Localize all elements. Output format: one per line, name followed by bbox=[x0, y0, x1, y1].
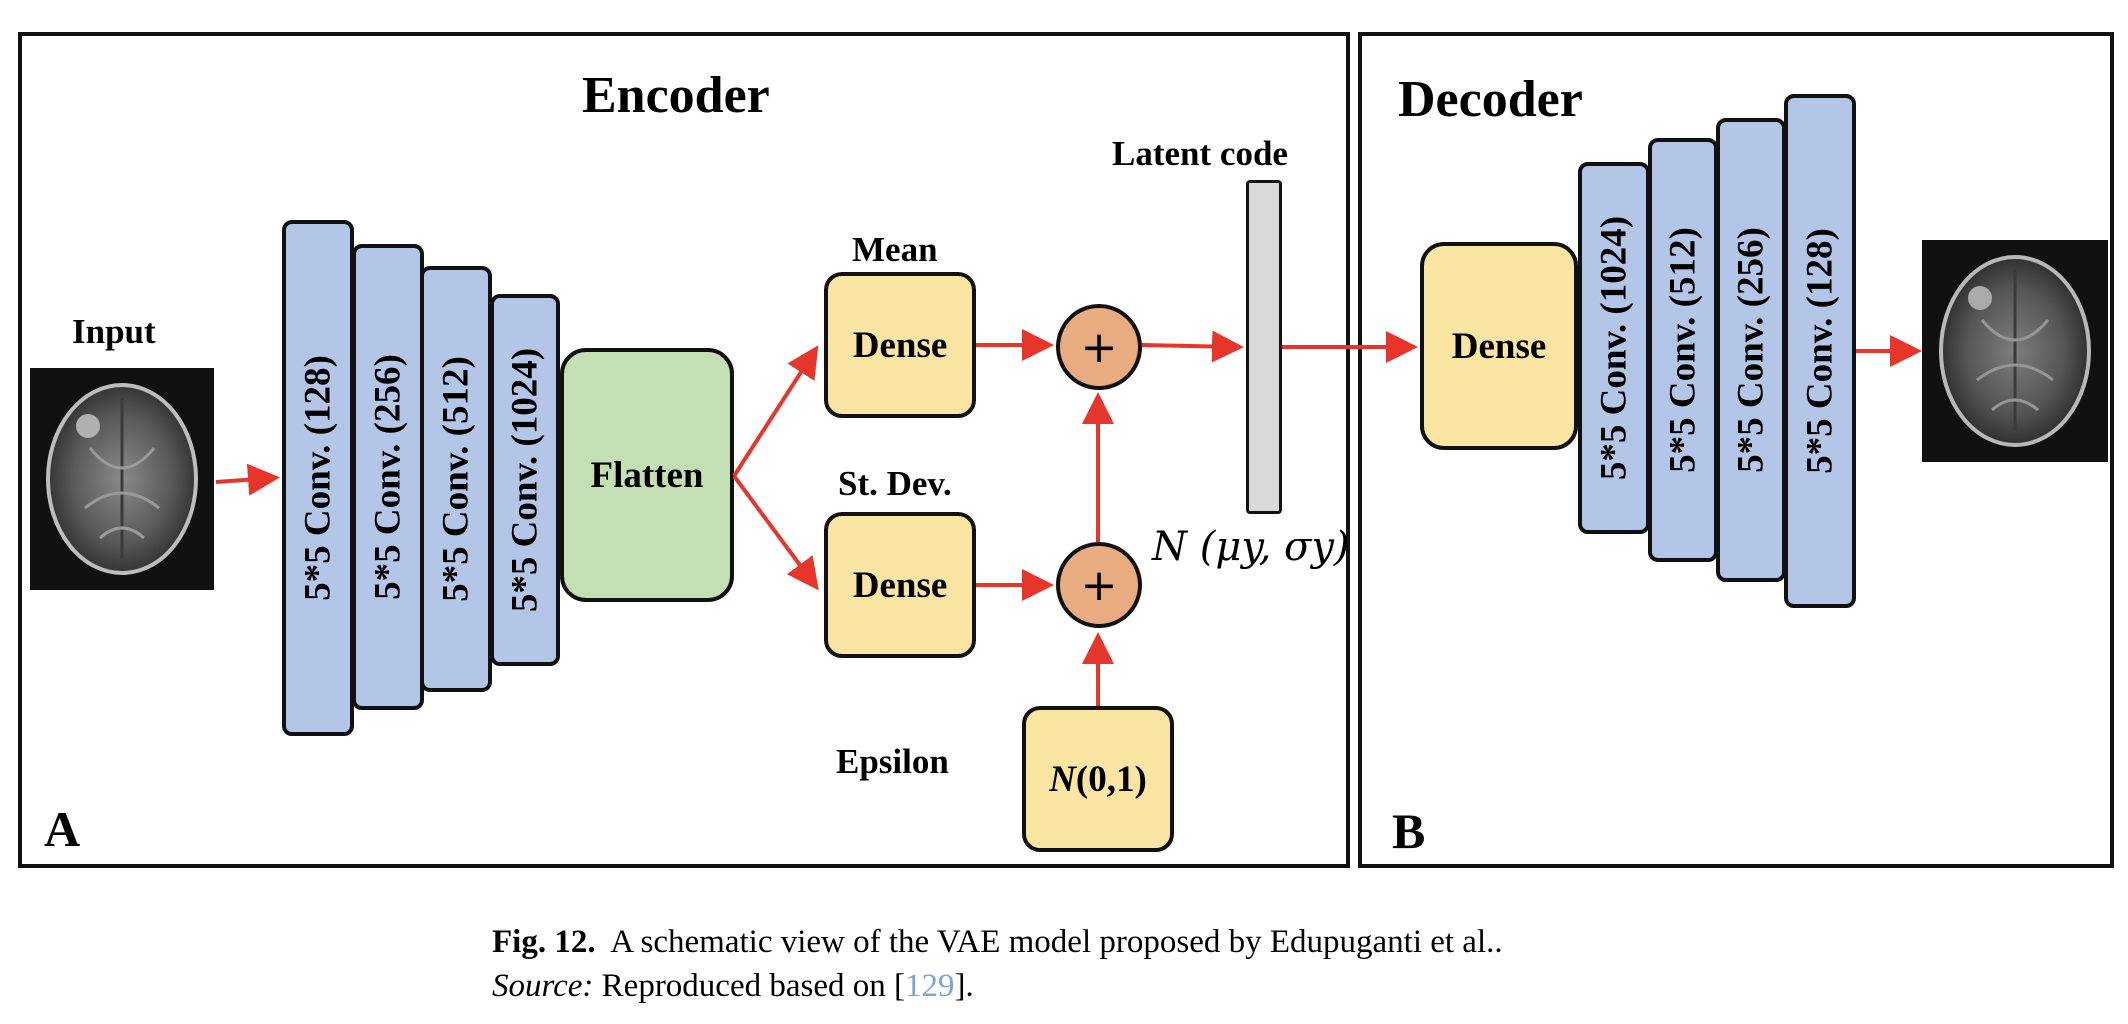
figure-caption: Fig. 12. A schematic view of the VAE mod… bbox=[492, 924, 1503, 961]
epsilon-box-n: N bbox=[1049, 758, 1076, 800]
arrow-flatten-to-mean bbox=[732, 345, 819, 478]
source-end: ]. bbox=[954, 968, 974, 1004]
output-mri-image bbox=[1922, 240, 2108, 462]
epsilon-label: Epsilon bbox=[836, 742, 949, 781]
sum-node-mean: + bbox=[1056, 304, 1142, 390]
arrow-flatten-to-stddev bbox=[732, 474, 819, 591]
panel-letter-a: A bbox=[44, 801, 81, 857]
encoder-panel bbox=[18, 32, 1350, 868]
mean-label: Mean bbox=[852, 230, 938, 269]
flatten-box: Flatten bbox=[560, 348, 734, 602]
encoder-conv-1024: 5*5 Conv. (1024) bbox=[490, 294, 560, 666]
encoder-title: Encoder bbox=[582, 67, 770, 124]
latent-code-label: Latent code bbox=[1112, 134, 1288, 173]
caption-fig-label: Fig. 12. bbox=[492, 924, 596, 960]
epsilon-normal-box: N(0,1) bbox=[1022, 706, 1174, 852]
encoder-conv-128: 5*5 Conv. (128) bbox=[282, 220, 354, 736]
caption-text: A schematic view of the VAE model propos… bbox=[610, 924, 1503, 960]
source-label: Source: bbox=[492, 968, 594, 1004]
decoder-dense-box: Dense bbox=[1420, 242, 1578, 450]
decoder-conv-1024: 5*5 Conv. (1024) bbox=[1578, 162, 1650, 534]
stddev-label: St. Dev. bbox=[838, 464, 952, 503]
latent-code-bar bbox=[1246, 180, 1282, 514]
input-label: Input bbox=[72, 312, 156, 351]
source-text: Reproduced based on [ bbox=[601, 968, 905, 1004]
input-mri-image bbox=[30, 368, 214, 590]
decoder-title: Decoder bbox=[1398, 71, 1583, 128]
mean-dense-box: Dense bbox=[824, 272, 976, 418]
encoder-conv-512: 5*5 Conv. (512) bbox=[420, 266, 492, 692]
source-reference-link[interactable]: 129 bbox=[904, 968, 955, 1004]
distribution-label: N (μy, σy) bbox=[1152, 524, 1350, 570]
arrow-sum-to-latent bbox=[1141, 330, 1244, 363]
stddev-dense-box: Dense bbox=[824, 512, 976, 658]
decoder-panel bbox=[1358, 32, 2114, 868]
figure-source: Source: Reproduced based on [129]. bbox=[492, 968, 974, 1005]
decoder-conv-128: 5*5 Conv. (128) bbox=[1784, 94, 1856, 608]
sum-node-stddev: + bbox=[1056, 542, 1142, 628]
panel-letter-b: B bbox=[1392, 803, 1426, 859]
epsilon-box-params: (0,1) bbox=[1075, 758, 1147, 800]
arrow-input-to-conv bbox=[215, 463, 280, 496]
